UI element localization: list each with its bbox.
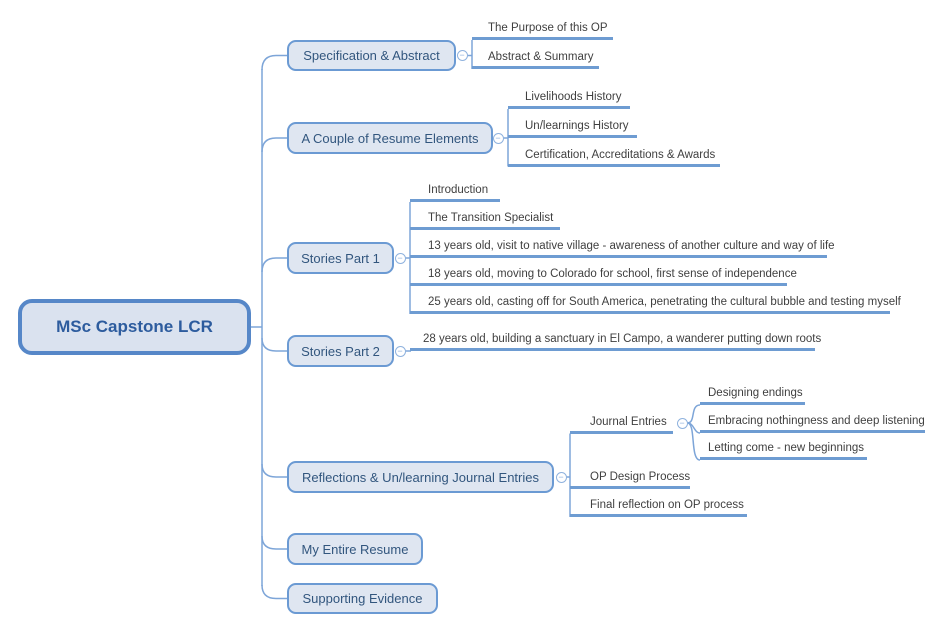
collapse-icon[interactable]: − bbox=[555, 471, 567, 483]
root-topic-label: MSc Capstone LCR bbox=[56, 317, 213, 336]
topic-label: Letting come - new beginnings bbox=[708, 442, 864, 454]
collapse-icon[interactable]: − bbox=[394, 345, 406, 357]
topic-label: 13 years old, visit to native village - … bbox=[428, 240, 835, 252]
topic-label: Specification & Abstract bbox=[303, 48, 440, 63]
topic-my-entire-resume[interactable]: My Entire Resume bbox=[287, 533, 423, 565]
topic-label: Stories Part 2 bbox=[301, 343, 380, 359]
topic-label: Un/learnings History bbox=[525, 119, 629, 132]
topic-final-reflection-on-op-process[interactable]: Final reflection on OP process bbox=[570, 499, 747, 517]
topic-abstract-summary[interactable]: Abstract & Summary bbox=[472, 51, 599, 69]
topic-label: 25 years old, casting off for South Amer… bbox=[428, 296, 901, 308]
topic-the-purpose-of-this-op[interactable]: The Purpose of this OP bbox=[472, 22, 613, 40]
topic-18-years-old[interactable]: 18 years old, moving to Colorado for sch… bbox=[410, 268, 797, 286]
root-topic-msc-capstone-lcr[interactable]: MSc Capstone LCR bbox=[18, 299, 251, 355]
topic-label: My Entire Resume bbox=[301, 541, 409, 557]
topic-label: Reflections & Un/learning Journal Entrie… bbox=[301, 469, 539, 485]
topic-label: Certification, Accreditations & Awards bbox=[525, 148, 716, 161]
topic-the-transition-specialist[interactable]: The Transition Specialist bbox=[410, 212, 560, 230]
topic-label: A Couple of Resume Elements bbox=[301, 130, 479, 146]
topic-label: 18 years old, moving to Colorado for sch… bbox=[428, 268, 797, 280]
topic-label: Designing endings bbox=[708, 387, 803, 399]
topic-label: Abstract & Summary bbox=[488, 51, 594, 63]
topic-label: Stories Part 1 bbox=[301, 250, 380, 266]
topic-label: Supporting Evidence bbox=[302, 591, 423, 606]
topic-unlearnings-history[interactable]: Un/learnings History bbox=[508, 120, 637, 138]
topic-label: The Purpose of this OP bbox=[488, 22, 608, 34]
topic-stories-part-1[interactable]: Stories Part 1 bbox=[287, 242, 394, 274]
topic-supporting-evidence[interactable]: Supporting Evidence bbox=[287, 583, 438, 614]
topic-letting-come-new-beginnings[interactable]: Letting come - new beginnings bbox=[700, 442, 867, 460]
topic-specification-abstract[interactable]: Specification & Abstract bbox=[287, 40, 456, 71]
topic-stories-part-2[interactable]: Stories Part 2 bbox=[287, 335, 394, 367]
topic-certification-accreditations-awards[interactable]: Certification, Accreditations & Awards bbox=[508, 149, 720, 167]
collapse-icon[interactable]: − bbox=[492, 132, 504, 144]
topic-embracing-nothingness[interactable]: Embracing nothingness and deep listening bbox=[700, 415, 925, 433]
collapse-icon[interactable]: − bbox=[394, 252, 406, 264]
topic-label: Livelihoods History bbox=[525, 91, 622, 103]
topic-label: Embracing nothingness and deep listening bbox=[708, 415, 925, 427]
collapse-icon[interactable]: − bbox=[456, 50, 468, 61]
topic-introduction[interactable]: Introduction bbox=[410, 184, 500, 202]
topic-label: Final reflection on OP process bbox=[590, 499, 744, 511]
topic-reflections-unlearning-journal-entries[interactable]: Reflections & Un/learning Journal Entrie… bbox=[287, 461, 554, 493]
topic-label: 28 years old, building a sanctuary in El… bbox=[423, 333, 822, 345]
topic-28-years-old[interactable]: 28 years old, building a sanctuary in El… bbox=[410, 333, 821, 351]
topic-journal-entries[interactable]: Journal Entries bbox=[570, 416, 673, 434]
topic-25-years-old[interactable]: 25 years old, casting off for South Amer… bbox=[410, 296, 901, 314]
topic-label: Journal Entries bbox=[590, 415, 667, 428]
topic-a-couple-of-resume-elements[interactable]: A Couple of Resume Elements bbox=[287, 122, 493, 154]
topic-op-design-process[interactable]: OP Design Process bbox=[570, 471, 690, 489]
topic-label: Introduction bbox=[428, 184, 489, 196]
topic-13-years-old[interactable]: 13 years old, visit to native village - … bbox=[410, 240, 835, 258]
topic-label: OP Design Process bbox=[590, 471, 691, 483]
collapse-icon[interactable]: − bbox=[676, 417, 688, 429]
topic-designing-endings[interactable]: Designing endings bbox=[700, 387, 805, 405]
topic-label: The Transition Specialist bbox=[428, 212, 554, 224]
topic-livelihoods-history[interactable]: Livelihoods History bbox=[508, 91, 630, 109]
